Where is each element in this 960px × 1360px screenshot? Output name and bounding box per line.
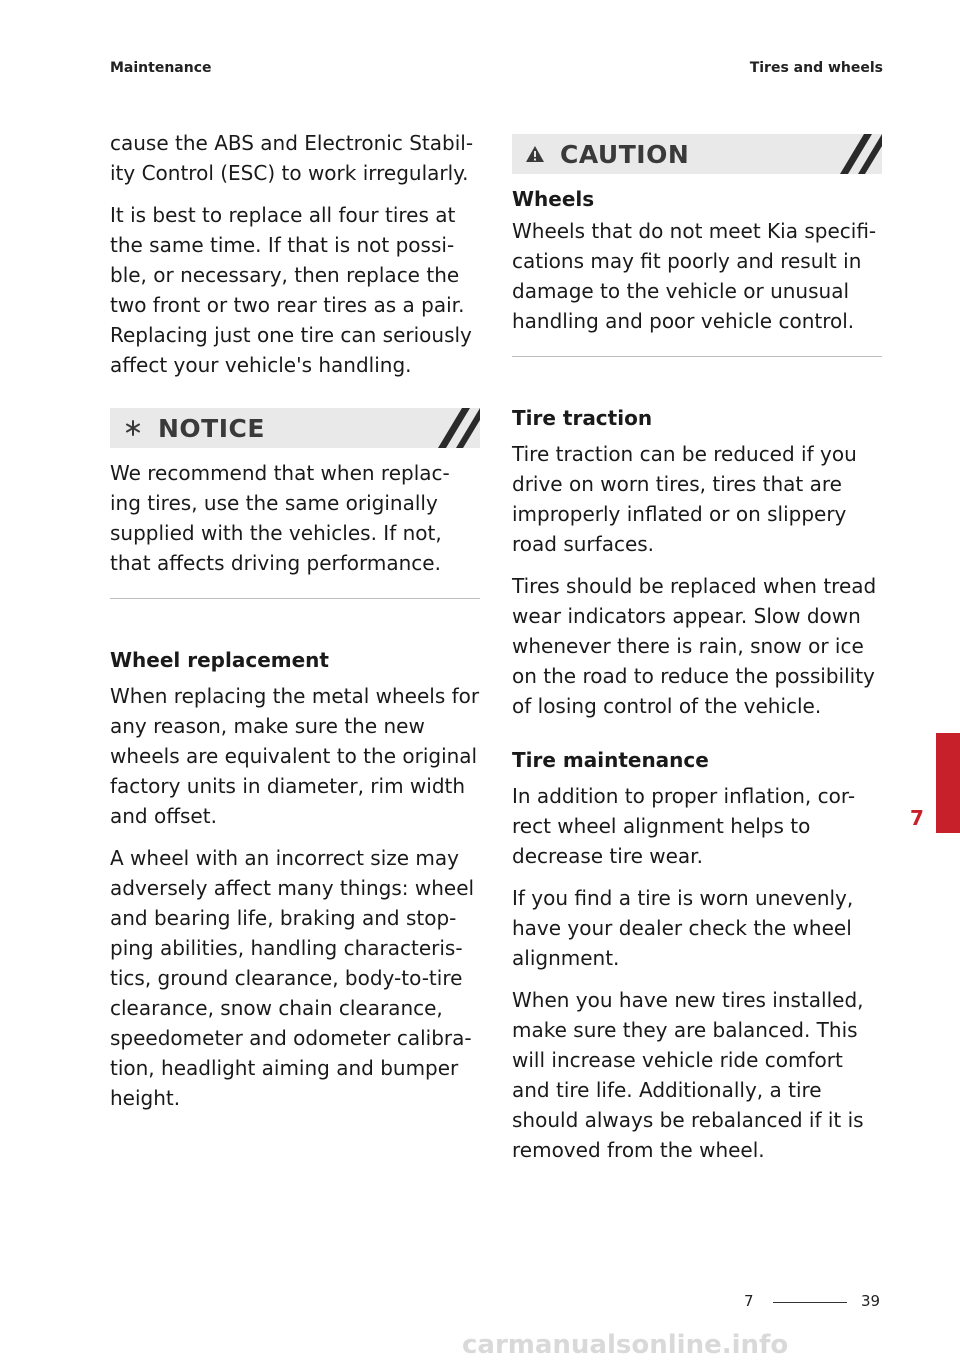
chapter-side-tab (936, 733, 960, 833)
caution-divider (512, 356, 882, 357)
caution-subtitle: Wheels (512, 187, 595, 211)
paragraph-alignment: In addition to proper inflation, cor-rec… (512, 784, 856, 868)
tire-maintenance-heading: Tire maintenance (512, 748, 709, 772)
left-column: cause the ABS and Electronic Stabil-ity … (110, 128, 480, 1125)
paragraph-wheel-replacing: When replacing the metal wheels for any … (110, 684, 480, 828)
notice-title: NOTICE (158, 413, 265, 443)
paragraph-replace-tires: It is best to replace all four tires at … (110, 203, 472, 377)
paragraph-abs-esc: cause the ABS and Electronic Stabil-ity … (110, 131, 474, 185)
banner-slashes (438, 408, 480, 448)
warning-triangle-icon (524, 145, 546, 163)
footer-chapter: 7 (744, 1292, 754, 1310)
notice-box: NOTICE We recommend that when replac-ing… (110, 408, 480, 599)
tire-traction-heading: Tire traction (512, 406, 653, 430)
header-topic: Tires and wheels (749, 60, 883, 76)
asterisk-icon (122, 419, 144, 437)
paragraph-balanced: When you have new tires installed, make … (512, 988, 864, 1162)
notice-divider (110, 598, 480, 599)
watermark-text: carmanualsonline.info (462, 1330, 789, 1360)
chapter-side-number: 7 (910, 806, 924, 830)
header-section: Maintenance (110, 60, 212, 76)
right-column: CAUTION Wheels Wheels that do not meet K… (512, 134, 882, 1177)
paragraph-wheel-size: A wheel with an incorrect size may adver… (110, 846, 475, 1110)
caution-box: CAUTION Wheels Wheels that do not meet K… (512, 134, 882, 357)
notice-text: We recommend that when replac-ing tires,… (110, 461, 450, 575)
footer-page-number: 39 (861, 1292, 881, 1310)
caution-title: CAUTION (560, 139, 690, 169)
paragraph-tread-wear: Tires should be replaced when tread wear… (512, 574, 877, 718)
caution-banner: CAUTION (512, 134, 882, 174)
caution-text: Wheels that do not meet Kia specifi-cati… (512, 219, 877, 333)
paragraph-traction-reduced: Tire traction can be reduced if you driv… (512, 442, 857, 556)
paragraph-worn-unevenly: If you find a tire is worn unevenly, hav… (512, 886, 854, 970)
wheel-replacement-heading: Wheel replacement (110, 648, 329, 672)
banner-slashes (840, 134, 882, 174)
footer-divider (773, 1302, 847, 1303)
notice-banner: NOTICE (110, 408, 480, 448)
